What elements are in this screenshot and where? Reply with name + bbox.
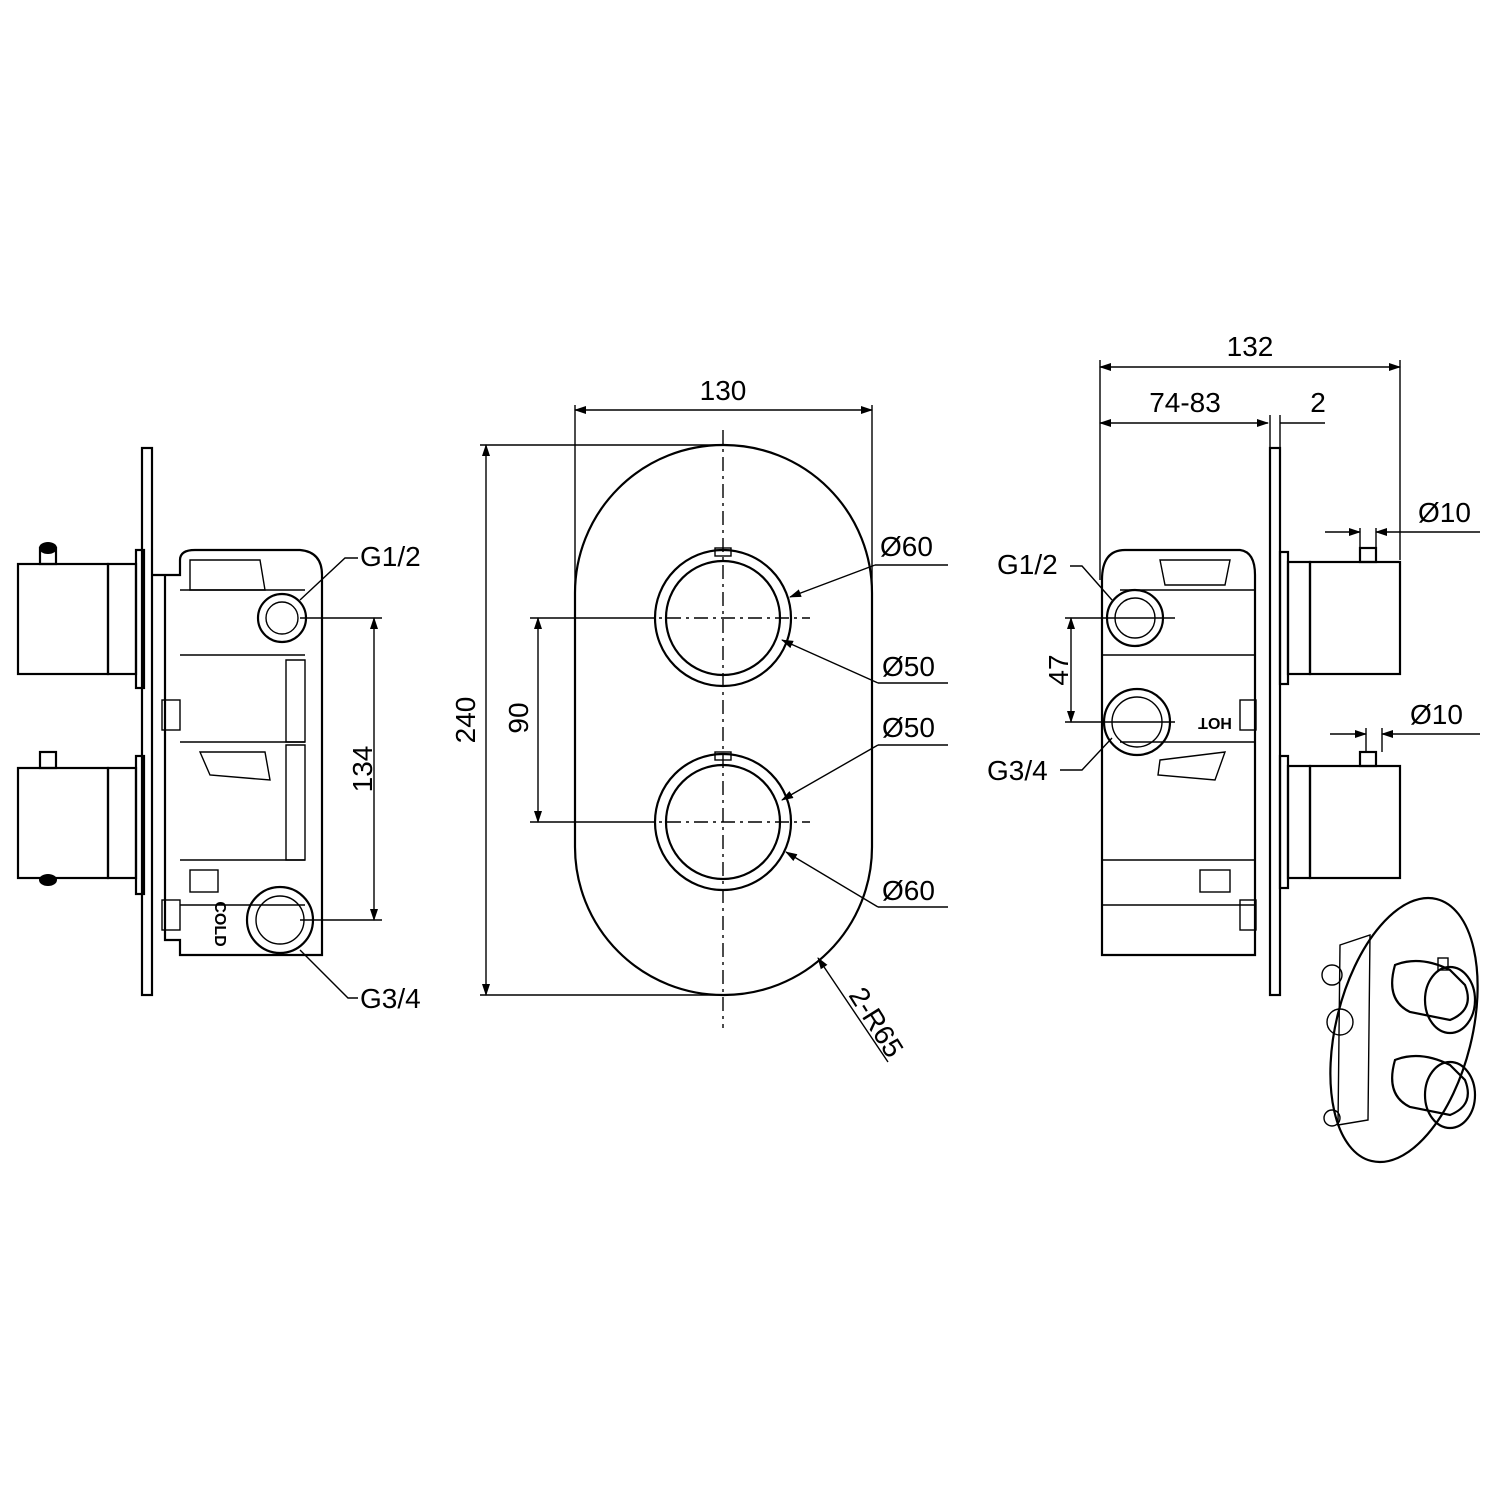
bottom-port-label: G3/4 [987,755,1048,786]
top-outer-diameter: Ø60 [880,531,933,562]
dimension-90: 90 [503,617,640,823]
front-view: 130 240 90 Ø60 Ø50 Ø50 [450,375,948,1063]
spacing-label: 90 [503,702,534,733]
isometric-thumbnail [1321,896,1479,1164]
cold-stamp: COLD [211,901,228,946]
port-spacing-label: 47 [1043,654,1074,685]
top-inner-diameter: Ø50 [882,651,935,682]
top-pin-label: Ø10 [1418,497,1471,528]
left-side-view: COLD 134 G1/2 G3/4 [16,446,421,1014]
radius-label: 2-R65 [843,982,910,1063]
cover-plate [573,443,874,997]
bottom-outer-diameter: Ø60 [882,875,935,906]
port-callouts: G1/2 G3/4 [987,549,1113,786]
bottom-port-label: G3/4 [360,983,421,1014]
top-handle [1278,546,1402,686]
port-callouts: G1/2 G3/4 [299,541,421,1014]
top-port-label: G1/2 [360,541,421,572]
wall-plate [140,446,154,997]
body-depth-label: 74-83 [1149,387,1221,418]
top-port-label: G1/2 [997,549,1058,580]
height-label: 240 [450,697,481,744]
dimension-132: 132 [1099,331,1401,580]
dimension-pin-top: Ø10 [1325,497,1480,548]
diameter-callouts: Ø60 Ø50 Ø50 Ø60 2-R65 [781,531,948,1063]
overall-depth-label: 132 [1227,331,1274,362]
dimension-74-83: 74-83 2 [1099,387,1326,450]
dimension-240: 240 [450,444,723,996]
width-label: 130 [700,375,747,406]
bottom-handle [1278,750,1402,890]
dimension-47: 47 [1043,617,1175,723]
wall-plate [1268,446,1282,997]
valve-body: COLD [152,548,324,957]
right-side-view: HOT 132 74-83 2 Ø10 [987,331,1480,997]
hot-stamp: HOT [1198,714,1232,731]
bottom-handle-outline [653,751,793,892]
bottom-handle [16,750,146,896]
top-handle-outline [653,547,793,688]
dimension-label: 134 [347,746,378,793]
dimension-134: 134 [300,617,382,921]
dimension-130: 130 [574,375,873,590]
bottom-pin-label: Ø10 [1410,699,1463,730]
plate-thickness-label: 2 [1310,387,1326,418]
top-handle [16,542,146,690]
bottom-inner-diameter: Ø50 [882,712,935,743]
dimension-pin-bottom: Ø10 [1330,699,1480,752]
valve-body: HOT [1100,548,1257,957]
